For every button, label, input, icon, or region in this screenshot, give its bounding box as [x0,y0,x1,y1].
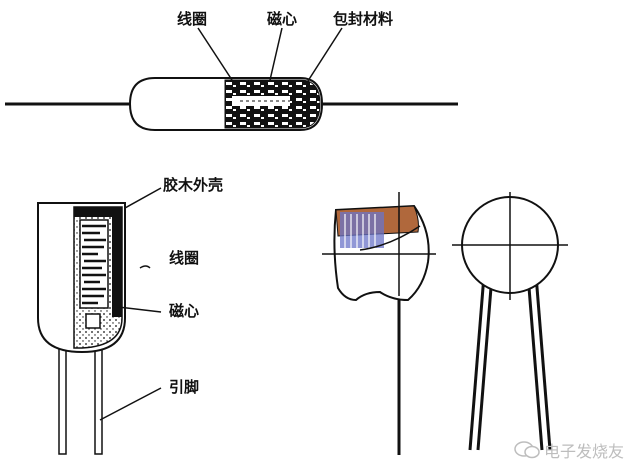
label-shell: 胶木外壳 [163,176,224,194]
wechat-icon [514,441,540,459]
round-lead-left [468,274,486,451]
axial-inductor [5,27,458,131]
leader-top-coil [197,27,233,81]
leader-shell [124,187,162,209]
leader-top-core [269,27,283,81]
lead-left [58,345,67,455]
section-coil [79,219,109,309]
watermark-text: 电子发烧友 [543,442,624,461]
drum-inductor-side [322,192,436,455]
lead-right [94,345,103,455]
round-lead-right [526,274,544,451]
label-core: 磁心 [169,302,200,320]
leader-leads [99,387,162,421]
label-top-core: 磁心 [267,10,298,28]
label-leads: 引脚 [169,378,200,396]
watermark: 电子发烧友 [514,438,624,462]
round-inductor-front [452,192,568,451]
section-core [85,313,101,329]
leader-core [117,306,162,313]
leader-top-encapsulation [305,27,343,85]
label-coil: 线圈 [169,249,200,267]
radial-inductor-section [37,187,162,455]
label-top-encapsulation: 包封材料 [333,10,394,28]
drum-winding [340,212,384,248]
label-top-coil: 线圈 [177,10,208,28]
